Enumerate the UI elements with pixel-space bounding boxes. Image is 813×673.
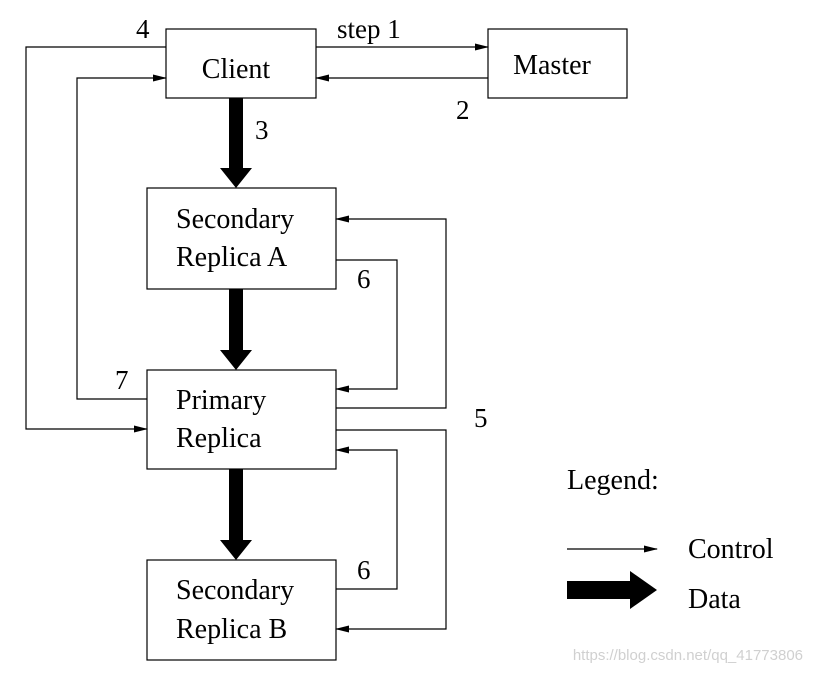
data-arrow-primary-to-secondary-b <box>220 469 252 560</box>
legend-data-arrow <box>567 571 657 609</box>
legend-data-label: Data <box>688 584 741 615</box>
secondary-replica-a-label-line2: Replica A <box>176 242 288 273</box>
primary-replica-label-line1: Primary <box>176 385 266 416</box>
legend-control-label: Control <box>688 534 774 565</box>
secondary-replica-b-label-line2: Replica B <box>176 614 287 645</box>
legend: Legend: Control Data <box>567 465 774 615</box>
control-arrow-step5-primary-to-secondary-b <box>335 429 447 633</box>
step-4-label: 4 <box>136 14 150 44</box>
step-6-label-a: 6 <box>357 264 371 294</box>
secondary-replica-a-label-line1: Secondary <box>176 204 294 235</box>
secondary-replica-b-node: Secondary Replica B <box>146 559 337 661</box>
master-label: Master <box>513 50 591 81</box>
master-node: Master <box>487 28 628 99</box>
control-arrow-step7-primary-to-client <box>76 74 167 400</box>
legend-title: Legend: <box>567 465 659 496</box>
control-arrow-step5-primary-to-secondary-a <box>335 215 447 409</box>
step-2-label: 2 <box>456 95 470 125</box>
step-3-label: 3 <box>255 115 269 145</box>
control-arrow-step4-client-to-primary <box>25 46 166 433</box>
primary-replica-node: Primary Replica <box>146 369 337 470</box>
step-5-label: 5 <box>474 403 488 433</box>
data-arrow-client-to-secondary-a <box>220 98 252 188</box>
step-7-label: 7 <box>115 365 129 395</box>
secondary-replica-b-label-line1: Secondary <box>176 575 294 606</box>
control-arrow-step6-secondary-a-to-primary <box>335 259 398 393</box>
watermark-text: https://blog.csdn.net/qq_41773806 <box>573 647 803 664</box>
data-arrow-secondary-a-to-primary <box>220 289 252 370</box>
secondary-replica-a-node: Secondary Replica A <box>146 187 337 290</box>
primary-replica-label-line2: Replica <box>176 423 262 454</box>
control-arrow-step6-secondary-b-to-primary <box>335 446 398 590</box>
step-6-label-b: 6 <box>357 555 371 585</box>
client-node: Client <box>165 28 317 99</box>
client-label: Client <box>202 54 271 85</box>
step-1-label: step 1 <box>337 14 401 44</box>
